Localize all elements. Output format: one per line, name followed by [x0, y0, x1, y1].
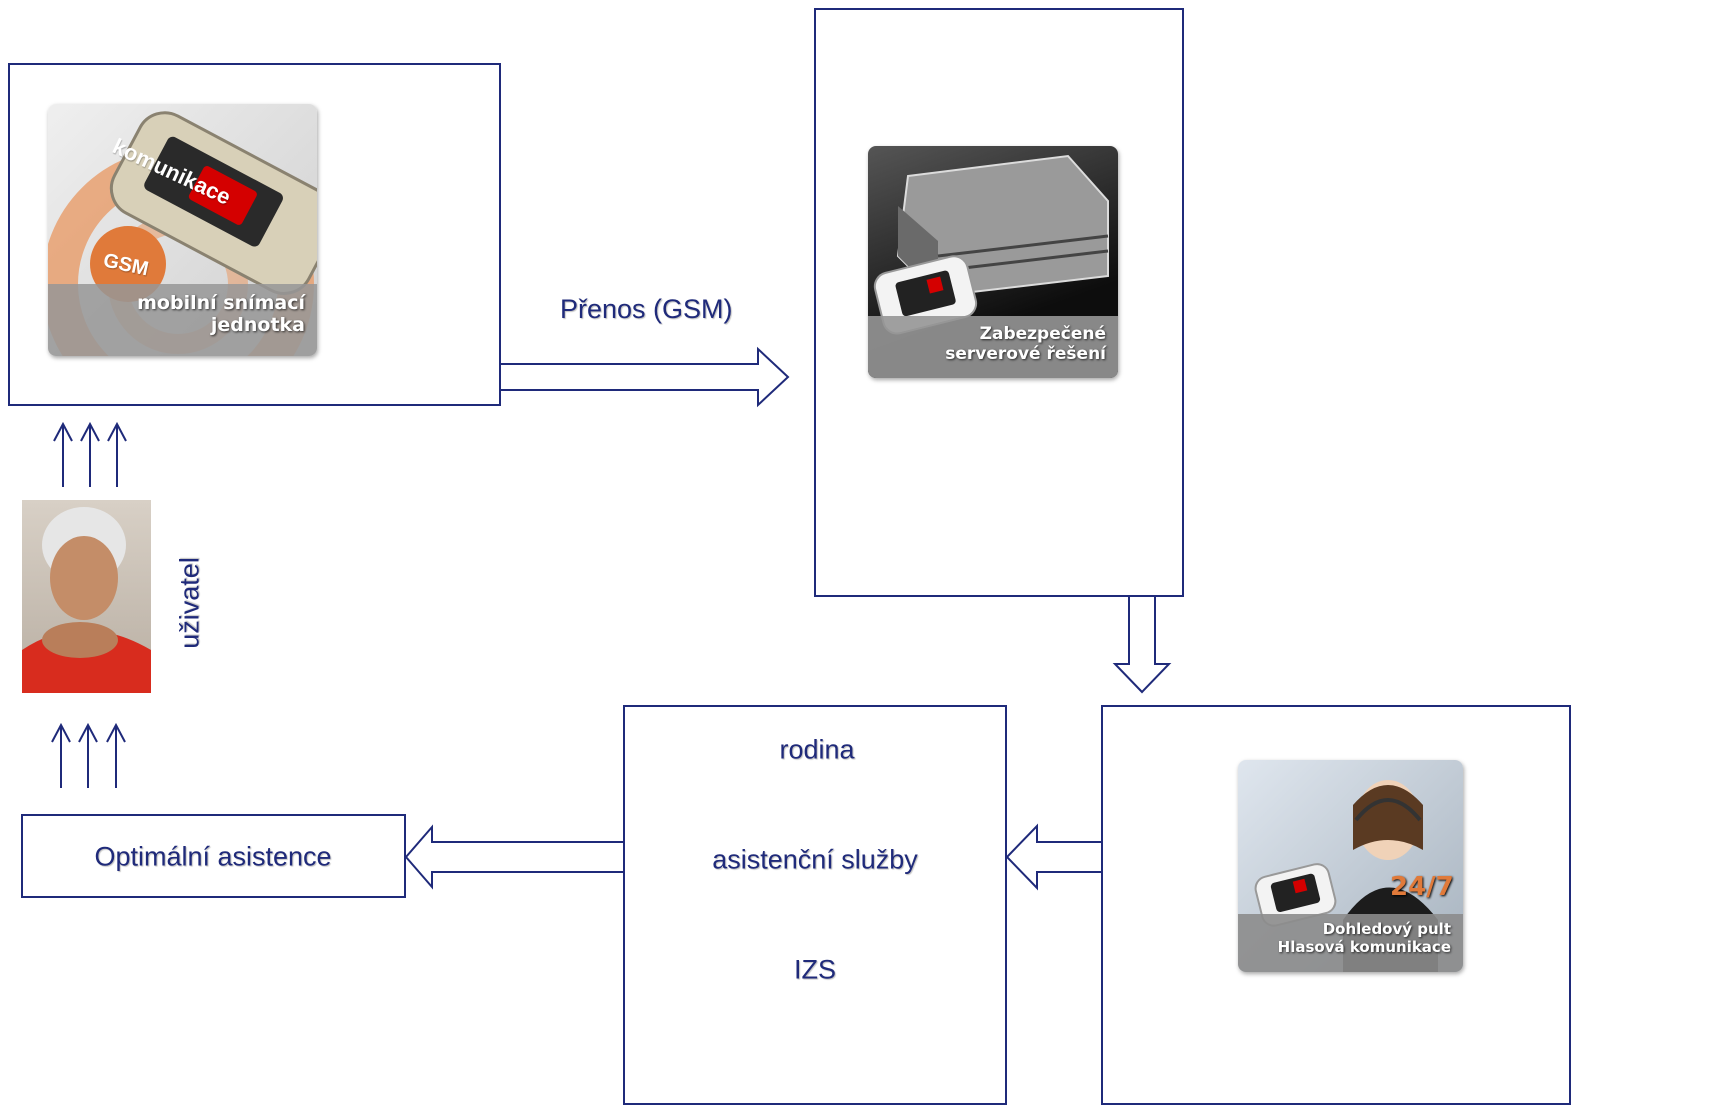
dispatch-badge-text: 24/7 [1390, 872, 1454, 902]
server-caption-line1: Zabezpečené [979, 324, 1106, 344]
responder-family: rodina [779, 734, 855, 765]
responder-emergency: IZS [793, 954, 837, 985]
user-illustration [22, 507, 151, 693]
arrow-responders-to-assistance [404, 824, 623, 890]
server-tile: Zabezpečené serverové řešení [868, 146, 1118, 378]
responders-box [623, 705, 1007, 1105]
arrow-device-to-server [501, 346, 790, 408]
device-caption: mobilní snímací jednotka [48, 284, 317, 356]
transfer-label: Přenos (GSM) [560, 294, 733, 324]
up-arrows-lower [51, 722, 126, 788]
dispatch-caption-line1: Dohledový pult [1322, 920, 1451, 938]
device-caption-line1: mobilní snímací [137, 292, 305, 314]
arrow-dispatch-to-responders [1005, 823, 1101, 891]
device-tile: komunikace GSM mobilní snímací jednotka [48, 104, 317, 356]
up-arrows-upper [53, 421, 127, 487]
server-caption-line2: serverové řešení [945, 344, 1106, 364]
assistance-box [21, 814, 406, 898]
dispatch-tile: 24/7 Dohledový pult Hlasová komunikace [1238, 760, 1463, 972]
arrow-server-to-dispatch [1112, 597, 1172, 694]
server-caption: Zabezpečené serverové řešení [868, 316, 1118, 378]
server-illustration [873, 154, 1109, 335]
device-caption-line2: jednotka [210, 314, 305, 336]
responder-services: asistenční služby [712, 844, 918, 875]
user-photo [22, 500, 151, 693]
dispatch-caption-line2: Hlasová komunikace [1277, 938, 1451, 956]
dispatch-caption: Dohledový pult Hlasová komunikace [1238, 914, 1463, 972]
assistance-label: Optimální asistence [94, 841, 332, 872]
user-label: uživatel [174, 557, 205, 649]
